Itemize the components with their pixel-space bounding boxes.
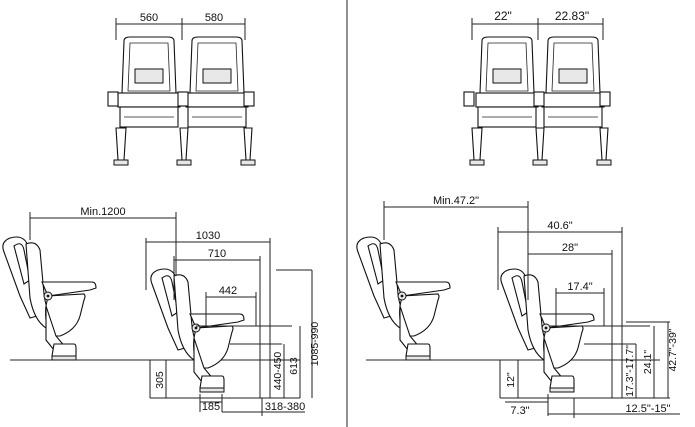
base-offset: 318-380 [265,401,305,413]
armrest-height-in: 24.1" [642,350,654,374]
floor-height-in: 12" [505,372,517,388]
depth-mid: 710 [208,248,226,260]
depth-total-in: 40.6" [547,220,572,232]
front-width-left: 560 [140,12,158,24]
total-height: 1085-990 [309,322,321,367]
depth-seat-in: 17.4" [567,281,592,293]
front-width-left-in: 22" [494,9,512,23]
front-width-right: 580 [205,12,223,24]
depth-seat: 442 [219,285,237,297]
base-width: 185 [202,401,220,413]
seat-height-in: 17.3"-17.7" [624,345,636,397]
armrest-height: 613 [288,357,300,375]
front-view-imperial: 22" 22.83" [463,9,612,166]
base-offset-in: 12.5"-15" [625,403,670,415]
side-view-metric: Min.1200 1030 710 442 305 440-450 613 10… [2,206,321,416]
base-width-in: 7.3" [510,405,529,417]
seat-height: 440-450 [272,352,284,391]
floor-height: 305 [154,371,166,389]
depth-mid-in: 28" [562,242,578,254]
depth-total: 1030 [196,230,220,242]
front-width-right-in: 22.83" [555,9,589,23]
total-height-in: 42.7"-39" [667,328,679,371]
min-spacing-in: Min.47.2" [433,195,479,207]
front-view-metric: 560 580 [107,12,256,166]
min-spacing: Min.1200 [80,206,125,218]
side-view-imperial: Min.47.2" 40.6" 28" 17.4" 12" 17.3"-17.7… [356,195,680,418]
